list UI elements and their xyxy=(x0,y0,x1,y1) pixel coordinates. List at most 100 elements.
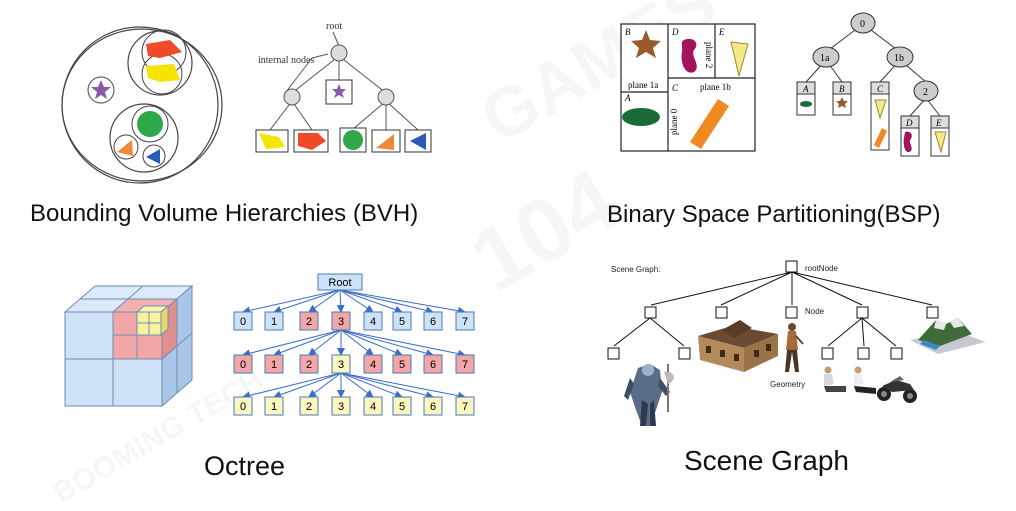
bsp-node-label: 1b xyxy=(894,53,904,64)
octree-node-label: 4 xyxy=(370,359,376,371)
octree-edge xyxy=(242,329,342,358)
octree-node-label: 0 xyxy=(240,401,246,413)
scene-node xyxy=(856,306,869,319)
octree-node xyxy=(233,354,253,374)
bsp-leaf-shape xyxy=(874,128,887,148)
bsp-leaf-shape xyxy=(903,131,912,153)
bvh-tree-node-left xyxy=(283,88,301,106)
bsp-leaf-label: D xyxy=(905,118,913,128)
bsp-leaf-shape xyxy=(934,131,947,154)
scene-node xyxy=(715,306,728,319)
bsp-ellipse-a xyxy=(622,108,660,126)
octree-node-label: 6 xyxy=(430,359,436,371)
bvh-bottom-circle xyxy=(109,103,179,173)
bsp-node-label: 0 xyxy=(860,19,865,30)
bsp-plane-label: plane 0 xyxy=(669,108,679,135)
octree-node-label: 0 xyxy=(240,359,246,371)
scene-node xyxy=(607,347,620,360)
octree-edge xyxy=(242,372,342,400)
octree-node xyxy=(423,311,443,331)
octree-node xyxy=(299,396,319,416)
bsp-plane-label: plane 1b xyxy=(700,82,731,92)
octree-edge xyxy=(340,329,374,356)
scene-node xyxy=(785,306,798,319)
octree-node-label: 4 xyxy=(370,316,376,328)
orange-triangle xyxy=(117,140,133,156)
bvh-top-circle xyxy=(127,30,193,96)
scene-graph-figure: Scene Graph: rootNode Node Geometry xyxy=(607,260,986,426)
octree-node xyxy=(299,354,319,374)
scene-node xyxy=(857,347,870,360)
octree-node xyxy=(264,396,284,416)
terrain-model xyxy=(910,318,986,354)
octree-edge xyxy=(273,289,341,314)
scene-node xyxy=(926,306,939,319)
octree-edge xyxy=(340,329,403,357)
octree-node xyxy=(363,311,383,331)
octree-edge xyxy=(340,372,374,398)
octree-node-label: 2 xyxy=(306,401,312,413)
octree-cube xyxy=(63,284,194,408)
octree-node-label: 2 xyxy=(306,316,312,328)
octree-node-label: 5 xyxy=(399,316,405,328)
octree-node xyxy=(455,354,475,374)
house-model xyxy=(698,320,778,372)
bvh-leaf-yellow-shape xyxy=(259,133,285,149)
octree-node xyxy=(331,396,351,416)
bsp-plane-label: plane 1a xyxy=(628,80,658,90)
bsp-leaf-label: B xyxy=(839,84,845,94)
bvh-figure: root internal nodes xyxy=(61,21,432,184)
bvh-root-label: root xyxy=(326,21,342,32)
bsp-cell-label: B xyxy=(625,27,631,37)
octree-edge xyxy=(336,289,345,313)
octree-node xyxy=(299,311,319,331)
bsp-leaf-label: C xyxy=(877,84,884,94)
root-node-label: rootNode xyxy=(805,264,838,273)
bvh-leaf-green-shape xyxy=(343,130,363,150)
bvh-tree-root xyxy=(330,44,348,62)
bsp-leaf-shape xyxy=(836,97,848,108)
octree-root-node xyxy=(317,273,363,291)
octree-node xyxy=(363,396,383,416)
bsp-node xyxy=(850,12,876,34)
purple-star xyxy=(91,80,111,99)
octree-node xyxy=(233,311,253,331)
octree-edge xyxy=(339,289,466,315)
bsp-plane-label: plane 2 xyxy=(704,42,714,68)
bsp-node xyxy=(913,80,939,102)
octree-node-label: 5 xyxy=(399,359,405,371)
scene-root-node xyxy=(785,260,798,273)
bsp-node-label: 1a xyxy=(820,53,830,64)
people-model xyxy=(824,366,876,394)
octree-node xyxy=(455,311,475,331)
bsp-leaf-shape xyxy=(800,101,812,107)
bvh-outer-circle xyxy=(61,26,219,184)
bsp-cell-label: A xyxy=(624,93,631,103)
octree-root-label: Root xyxy=(328,277,351,289)
blue-triangle xyxy=(146,149,160,164)
bvh-leaf-star-shape xyxy=(332,84,346,98)
octree-node xyxy=(363,354,383,374)
red-shape xyxy=(146,40,182,58)
bsp-leaf-label: E xyxy=(935,118,942,128)
octree-node-label: 6 xyxy=(430,401,436,413)
octree-node xyxy=(392,354,412,374)
octree-node-label: 7 xyxy=(462,359,468,371)
octree-edge xyxy=(340,372,403,399)
octree-edge xyxy=(339,289,434,315)
octree-edge xyxy=(308,329,342,356)
octree-edge xyxy=(339,289,403,314)
octree-node xyxy=(264,354,284,374)
octree-node-label: 6 xyxy=(430,316,436,328)
bsp-cell-label: D xyxy=(671,27,679,37)
octree-node-label: 1 xyxy=(271,401,277,413)
bvh-green-circle-bound xyxy=(131,105,169,143)
bsp-rect-c xyxy=(690,99,729,149)
octree-edge xyxy=(308,289,341,313)
caption-bsp: Binary Space Partitioning(BSP) xyxy=(607,201,941,228)
octree-edge xyxy=(273,329,342,357)
woman-model xyxy=(785,323,804,372)
scene-node xyxy=(644,306,657,319)
bsp-leaf-shape xyxy=(874,99,887,120)
green-circle xyxy=(137,111,163,137)
